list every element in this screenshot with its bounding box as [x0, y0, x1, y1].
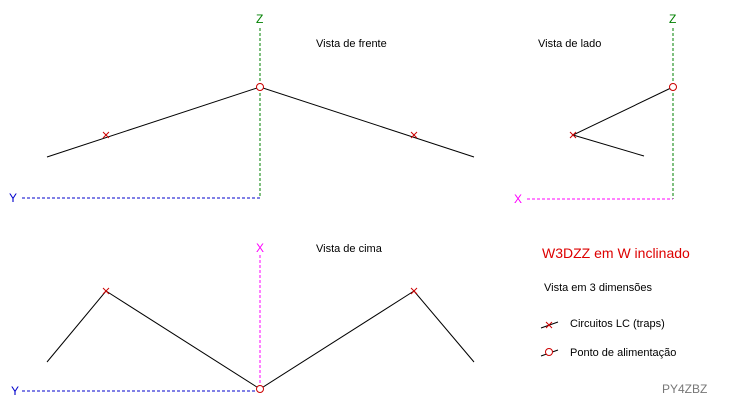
trap-marker-icon — [569, 131, 577, 139]
legend-title: W3DZZ em W inclinado — [542, 245, 690, 261]
circle-marker-icon — [545, 348, 553, 356]
author-credit: PY4ZBZ — [662, 382, 707, 396]
legend-feed-item: Ponto de alimentação — [540, 347, 676, 359]
legend: W3DZZ em W inclinado Vista em 3 dimensõe… — [540, 245, 690, 359]
legend-trap-label: Circuitos LC (traps) — [570, 318, 665, 330]
legend-trap-item: Circuitos LC (traps) — [540, 318, 665, 330]
front-view-label: Vista de frente — [316, 38, 387, 50]
top-y-label: Y — [11, 384, 19, 398]
top-view: X Y Vista de cima — [11, 241, 475, 398]
front-wire — [46, 86, 475, 158]
front-z-label: Z — [256, 12, 263, 26]
side-view-label: Vista de lado — [538, 38, 601, 50]
feed-point-icon — [256, 83, 264, 91]
front-y-label: Y — [9, 191, 17, 205]
side-wire — [571, 86, 674, 157]
legend-feed-label: Ponto de alimentação — [570, 347, 676, 359]
feed-point-icon — [256, 385, 264, 393]
front-view: Z Y Vista de frente — [9, 12, 475, 205]
trap-marker-icon — [410, 287, 418, 295]
feed-point-icon — [669, 83, 677, 91]
top-view-label: Vista de cima — [316, 243, 383, 255]
side-view: Z X Vista de lado — [514, 12, 677, 206]
cross-marker-icon — [545, 321, 553, 329]
side-z-label: Z — [669, 12, 676, 26]
legend-subtitle: Vista em 3 dimensões — [544, 282, 653, 294]
trap-marker-icon — [102, 287, 110, 295]
trap-marker-icon — [102, 131, 110, 139]
trap-marker-icon — [410, 131, 418, 139]
side-x-label: X — [514, 192, 522, 206]
top-x-label: X — [256, 241, 264, 255]
